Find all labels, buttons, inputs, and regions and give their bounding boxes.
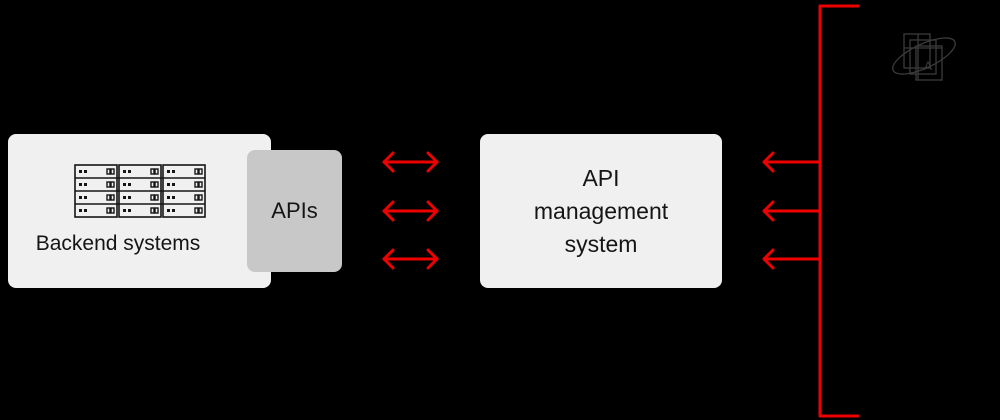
watermark-logo: A	[892, 33, 956, 81]
incoming-arrow-1	[762, 151, 822, 173]
consumer-bracket	[818, 4, 860, 418]
server-rack-icon	[74, 164, 206, 218]
backend-systems-box	[8, 134, 271, 288]
api-management-system-label: API management system	[533, 164, 669, 257]
apis-box: APIs	[247, 150, 342, 272]
apis-label: APIs	[271, 198, 318, 223]
api-management-system-box: API management system	[480, 134, 722, 288]
svg-text:A: A	[924, 59, 932, 73]
incoming-arrow-3	[762, 248, 822, 270]
double-arrow-2	[382, 200, 439, 222]
double-arrow-1	[382, 151, 439, 173]
double-arrow-3	[382, 248, 439, 270]
incoming-arrow-2	[762, 200, 822, 222]
backend-systems-label: Backend systems	[35, 232, 201, 255]
